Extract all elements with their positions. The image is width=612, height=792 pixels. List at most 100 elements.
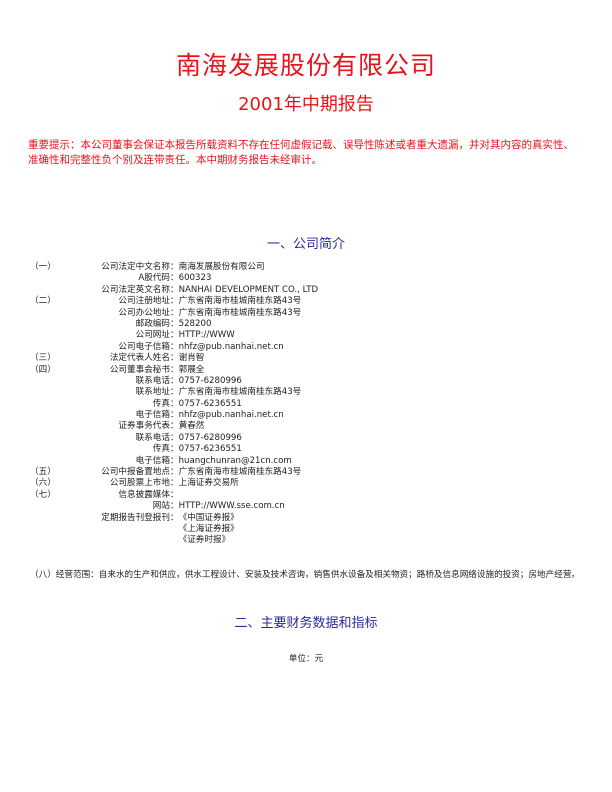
info-row-colon: ： [170, 375, 179, 386]
info-row: 公司电子信箱：nhfz@pub.nanhai.net.cn [30, 342, 590, 353]
info-row-colon: ： [170, 444, 179, 455]
info-row-label [58, 535, 170, 546]
info-row: 证券事务代表：黄春然 [30, 421, 590, 432]
info-row-label: 邮政编码 [135, 318, 170, 329]
info-row: 《上海证券报》 [30, 524, 590, 535]
info-row: （三）法定代表人姓名：谢肖智 [30, 353, 590, 364]
info-row-colon: ： [170, 421, 179, 432]
document-title: 南海发展股份有限公司 [175, 51, 436, 80]
info-row-number: （二） [30, 296, 56, 307]
info-row-value: 南海发展股份有限公司 [178, 262, 265, 272]
info-row: 电子信箱：nhfz@pub.nanhai.net.cn [30, 410, 590, 421]
info-row: 传真：0757-6236551 [30, 399, 590, 410]
info-row-colon: ： [170, 467, 179, 478]
info-row-colon: ： [170, 341, 179, 352]
info-row-colon: ： [170, 307, 179, 318]
info-row-number [30, 433, 58, 444]
info-row-number [30, 513, 58, 524]
info-row-number [30, 501, 58, 512]
business-scope: （八）经营范围：自来水的生产和供应，供水工程设计、安装及技术咨询，销售供水设备及… [30, 570, 581, 580]
info-row-label: 联系电话 [135, 432, 170, 443]
info-row-colon: ： [170, 262, 179, 272]
info-row-number: （四） [30, 364, 56, 375]
important-notice: 重要提示：本公司董事会保证本报告所载资料不存在任何虚假记载、误导性陈述或者重大遗… [28, 139, 574, 166]
info-row-colon [170, 535, 179, 546]
info-row-number: （五） [30, 467, 56, 478]
info-row-value: 谢肖智 [178, 353, 205, 364]
info-row: （六） 公司股票上市地：上海证券交易所 [30, 478, 590, 489]
info-row-value: 0757-6280996 [178, 375, 242, 386]
info-row-value: 0757-6236551 [178, 444, 242, 455]
info-row-value: 600323 [178, 273, 212, 284]
info-row-value: 黄春然 [178, 421, 205, 432]
info-row-colon: ： [170, 455, 179, 466]
info-row-value: NANHAI DEVELOPMENT CO., LTD [178, 284, 319, 295]
info-row: 联系电话：0757-6280996 [30, 376, 590, 387]
info-row-number [30, 330, 58, 341]
info-row-label: 公司中报备置地点 [101, 467, 170, 478]
info-row-colon: ： [170, 353, 179, 364]
info-row-label: 公司注册地址 [118, 296, 170, 307]
info-row-colon: ： [170, 489, 179, 500]
info-row: 公司网址：HTTP://WWW [30, 330, 590, 341]
info-row-number [30, 421, 58, 432]
info-row: 联系地址：广东省南海市桂城南桂东路43号 [30, 387, 590, 398]
info-row-colon: ： [170, 296, 179, 307]
info-row-colon: ： [170, 478, 179, 489]
info-row-label: 公司网址 [135, 330, 170, 341]
info-row-label [58, 524, 170, 535]
info-row-value: 528200 [178, 318, 212, 329]
info-row-label: 公司法定英文名称 [101, 284, 170, 295]
info-row: （一）公司法定中文名称：南海发展股份有限公司 [30, 262, 590, 273]
info-row-label: 公司股票上市地 [109, 478, 170, 489]
info-row-number: （六） [30, 478, 56, 489]
info-row-colon [170, 524, 179, 535]
info-row-label: 公司办公地址 [118, 307, 170, 318]
section-heading-company-profile: 一、公司简介 [266, 237, 345, 252]
info-row-label: A股代码 [138, 273, 170, 284]
info-row-number [30, 444, 58, 455]
unit-label: 单位：元 [288, 654, 324, 664]
info-row: 电子信箱：huangchunran@21cn.com [30, 456, 590, 467]
info-row: （五） 公司中报备置地点：广东省南海市桂城南桂东路43号 [30, 467, 590, 478]
info-row-label: 信息披露媒体 [118, 489, 170, 500]
info-row-value: 上海证券交易所 [178, 478, 239, 489]
info-row-label: 联系电话 [135, 375, 170, 386]
info-row-colon: ： [170, 330, 179, 341]
info-row: 联系电话：0757-6280996 [30, 433, 590, 444]
info-row-value: nhfz@pub.nanhai.net.cn [178, 410, 284, 421]
info-row-value: HTTP://WWW [178, 330, 235, 341]
info-row-colon: ： [170, 398, 179, 409]
info-row-number [30, 535, 58, 546]
info-row-value: 广东省南海市桂城南桂东路43号 [178, 467, 302, 478]
info-row-label: 电子信箱 [135, 410, 170, 421]
info-row-value: 广东省南海市桂城南桂东路43号 [178, 296, 302, 307]
info-row-number [30, 524, 58, 535]
info-row-value: huangchunran@21cn.com [178, 455, 292, 466]
info-row-number [30, 410, 58, 421]
info-row-label: 公司董事会秘书 [109, 364, 170, 375]
info-row-number [30, 456, 58, 467]
info-row-value: 广东省南海市桂城南桂东路43号 [178, 387, 302, 398]
info-row-colon: ： [170, 501, 179, 512]
info-row: 公司办公地址：广东省南海市桂城南桂东路43号 [30, 308, 590, 319]
info-row-colon: ： [170, 318, 179, 329]
info-row-number [30, 273, 58, 284]
info-row-colon: ： [170, 387, 179, 398]
info-row-value: HTTP://WWW.sse.com.cn [178, 501, 285, 512]
info-row-value: 《上海证券报》 [178, 523, 239, 534]
info-row: 公司法定英文名称：NANHAI DEVELOPMENT CO., LTD [30, 285, 590, 296]
info-row-value: 0757-6280996 [178, 432, 242, 443]
info-row-number [30, 285, 58, 296]
info-row-value: 0757-6236551 [178, 398, 242, 409]
info-row-label: 传真 [152, 398, 170, 409]
info-row-colon: ： [170, 364, 179, 375]
info-row: 邮政编码：528200 [30, 319, 590, 330]
info-row-label: 公司电子信箱 [118, 341, 170, 352]
info-row-colon: ： [170, 273, 179, 284]
info-row-number: （三） [30, 353, 56, 364]
info-row: A股代码：600323 [30, 273, 590, 284]
info-row-number [30, 342, 58, 353]
info-row-colon: ： [170, 284, 179, 295]
